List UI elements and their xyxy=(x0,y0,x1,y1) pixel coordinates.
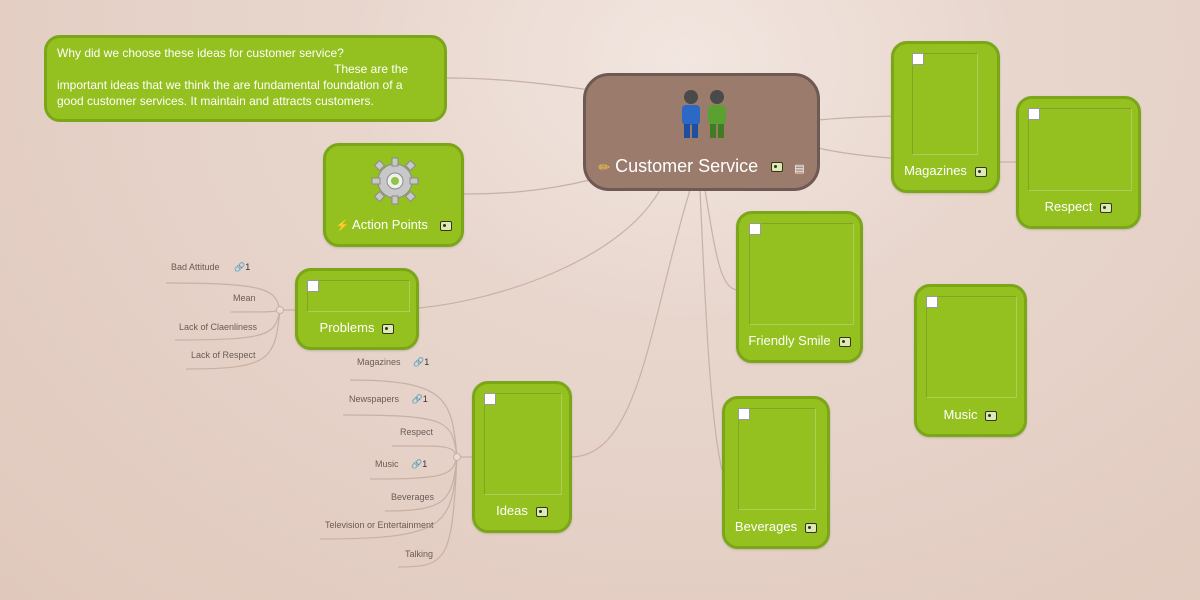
image-icon[interactable] xyxy=(805,522,818,533)
link-count: 1 xyxy=(422,394,428,404)
note-line-1: Why did we choose these ideas for custom… xyxy=(57,46,344,60)
idea-label: Respect xyxy=(400,427,434,437)
link-count: 1 xyxy=(422,459,428,469)
problem-label: Bad Attitude xyxy=(171,262,220,272)
connector-ideas xyxy=(571,189,691,458)
image-icon[interactable] xyxy=(838,336,851,347)
broken-image-icon xyxy=(749,223,854,325)
link-icon[interactable]: 🔗 xyxy=(411,394,423,404)
problem-label: Mean xyxy=(233,293,256,303)
node-music[interactable]: Music xyxy=(914,284,1027,437)
idea-item[interactable]: Newspapers 🔗1 xyxy=(349,394,428,405)
node-label: Beverages xyxy=(734,519,798,534)
node-label: Problems xyxy=(319,320,375,335)
connector-action-points xyxy=(462,179,591,195)
idea-label: Beverages xyxy=(391,492,435,502)
idea-label: Music xyxy=(375,459,399,469)
connector-magazines xyxy=(817,115,894,121)
node-beverages[interactable]: Beverages xyxy=(722,396,830,549)
idea-label: Television or Entertainment xyxy=(325,520,434,530)
broken-image-icon xyxy=(926,296,1017,398)
node-label: Action Points xyxy=(352,217,428,232)
pencil-icon: ✏ xyxy=(598,159,611,175)
image-icon[interactable] xyxy=(1100,202,1113,213)
node-label: Music xyxy=(943,407,978,422)
broken-image-icon xyxy=(1028,108,1132,191)
image-icon[interactable] xyxy=(535,506,548,517)
node-respect[interactable]: Respect xyxy=(1016,96,1141,229)
central-topic[interactable]: ✏ Customer Service ▤ xyxy=(583,73,820,191)
broken-image-icon xyxy=(307,280,410,312)
central-title: Customer Service xyxy=(615,156,759,176)
node-label: Magazines xyxy=(904,163,967,178)
gear-icon xyxy=(371,157,419,205)
idea-item[interactable]: Beverages xyxy=(391,492,434,502)
link-count: 1 xyxy=(245,262,251,272)
node-problems[interactable]: Problems xyxy=(295,268,419,350)
node-friendly-smile[interactable]: Friendly Smile xyxy=(736,211,863,363)
idea-item[interactable]: Respect xyxy=(400,427,433,437)
connector-note xyxy=(446,77,591,91)
problem-item[interactable]: Lack of Claenliness xyxy=(179,322,257,332)
image-icon[interactable] xyxy=(771,162,784,173)
connector-problems xyxy=(418,189,661,309)
node-magazines[interactable]: Magazines xyxy=(891,41,1000,193)
image-icon[interactable] xyxy=(439,220,452,231)
idea-label: Talking xyxy=(405,549,434,559)
note-line-2: These are the xyxy=(334,62,409,76)
idea-item[interactable]: Magazines 🔗1 xyxy=(357,357,429,368)
rationale-note[interactable]: Why did we choose these ideas for custom… xyxy=(44,35,447,122)
note-line-3: important ideas that we think the are fu… xyxy=(57,78,403,92)
image-icon[interactable] xyxy=(382,323,395,334)
node-label: Friendly Smile xyxy=(748,333,831,348)
idea-label: Newspapers xyxy=(349,394,400,404)
problem-label: Lack of Respect xyxy=(191,350,256,360)
people-icon xyxy=(682,90,726,138)
image-icon[interactable] xyxy=(985,410,998,421)
lightning-icon: ⚡ xyxy=(335,220,350,232)
problem-item[interactable]: Lack of Respect xyxy=(191,350,256,360)
idea-label: Magazines xyxy=(357,357,401,367)
idea-item[interactable]: Music 🔗1 xyxy=(375,459,427,470)
broken-image-icon xyxy=(484,393,562,495)
link-icon[interactable]: 🔗 xyxy=(234,262,246,272)
node-ideas[interactable]: Ideas xyxy=(472,381,572,533)
node-label: Ideas xyxy=(496,503,528,518)
connector-friendly-smile xyxy=(704,189,739,291)
problem-label: Lack of Claenliness xyxy=(179,322,258,332)
link-count: 1 xyxy=(424,357,430,367)
node-label: Respect xyxy=(1044,199,1093,214)
idea-item[interactable]: Television or Entertainment xyxy=(325,520,434,530)
note-icon[interactable]: ▤ xyxy=(794,163,805,175)
note-line-4: good customer services. It maintain and … xyxy=(57,94,374,108)
node-action-points[interactable]: ⚡ Action Points xyxy=(323,143,464,247)
problem-item[interactable]: Bad Attitude 🔗1 xyxy=(171,262,250,273)
connector-beverages xyxy=(699,189,723,471)
image-icon[interactable] xyxy=(974,166,987,177)
link-icon[interactable]: 🔗 xyxy=(413,357,425,367)
broken-image-icon xyxy=(738,408,816,510)
broken-image-icon xyxy=(912,53,978,155)
problem-item[interactable]: Mean xyxy=(233,293,256,303)
link-icon[interactable]: 🔗 xyxy=(411,459,423,469)
idea-item[interactable]: Talking xyxy=(405,549,433,559)
